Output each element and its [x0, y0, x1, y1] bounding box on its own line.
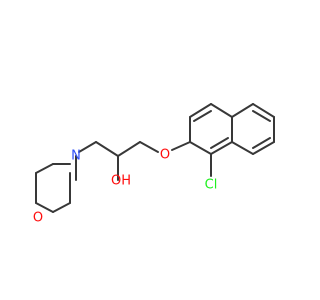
bond: [193, 110, 212, 122]
bond: [252, 137, 271, 149]
bond: [52, 202, 71, 213]
bond: [95, 141, 119, 157]
bond: [171, 141, 191, 151]
bond: [35, 163, 54, 174]
hydroxyl-label: OH: [111, 174, 131, 189]
bond: [210, 141, 233, 155]
bond: [35, 202, 54, 213]
nitrogen-atom-label: N: [71, 149, 81, 164]
oxygen-atom-label: O: [33, 211, 43, 226]
bond: [210, 137, 229, 149]
bond: [231, 141, 254, 155]
bond: [252, 103, 275, 118]
bond: [78, 141, 97, 153]
naphthalene-rings: [171, 103, 275, 177]
propanol-chain: [78, 141, 159, 181]
molecule-drawing: O N OH O Cl: [33, 103, 275, 226]
bond: [117, 141, 141, 157]
bond: [189, 103, 212, 118]
bond: [139, 141, 159, 153]
bond: [252, 110, 271, 122]
structure-canvas: O N OH O Cl: [33, 103, 275, 226]
bond: [252, 141, 275, 155]
morpholine-ring: [35, 155, 77, 213]
bond: [231, 103, 254, 118]
ether-oxygen-label: O: [160, 148, 170, 163]
chlorine-atom-label: Cl: [205, 178, 218, 193]
bond: [210, 103, 233, 118]
bond: [189, 141, 212, 155]
